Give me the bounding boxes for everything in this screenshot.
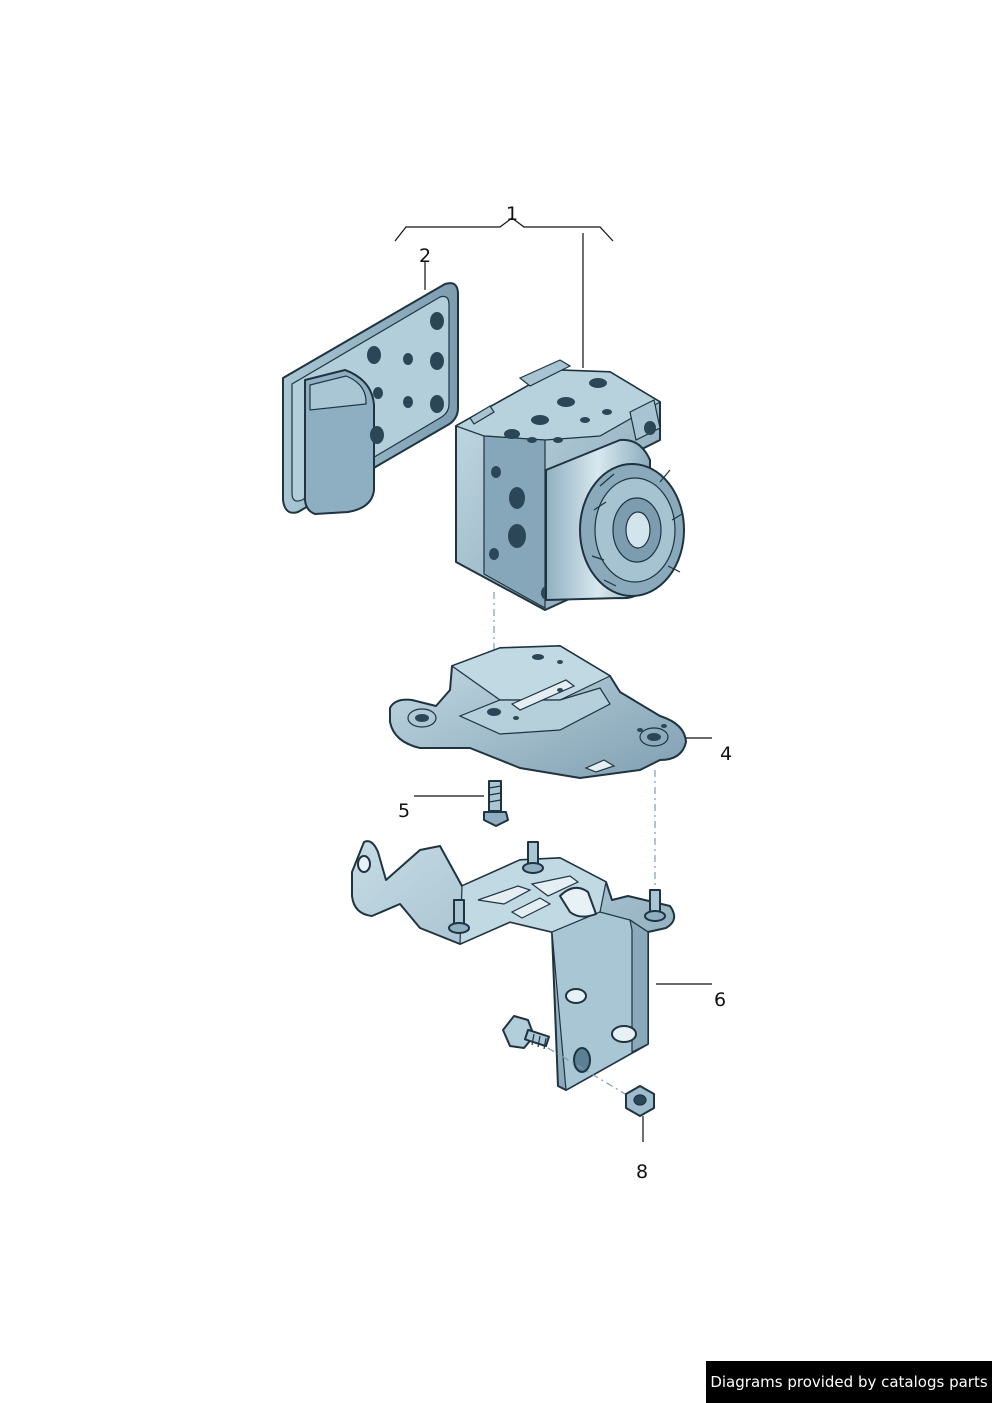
nut-part	[625, 1085, 655, 1117]
bolt-part	[483, 780, 509, 827]
control-unit-part	[282, 282, 459, 515]
callout-8-label: 8	[636, 1161, 648, 1183]
callout-6: 6	[656, 983, 726, 1011]
callout-5: 5	[398, 795, 484, 822]
callout-1-label: 1	[506, 203, 518, 225]
bracket-studs	[357, 841, 666, 934]
bracket-holes	[415, 654, 667, 741]
callout-5-label: 5	[398, 800, 410, 822]
callout-8: 8	[636, 1116, 648, 1183]
footer-text: Diagrams provided by catalogs parts	[710, 1373, 988, 1391]
control-unit-holes	[367, 312, 444, 444]
hydraulic-top-ports	[504, 378, 656, 443]
hydraulic-unit-part	[454, 359, 685, 611]
callout-2: 2	[419, 245, 431, 290]
side-bolt-part	[502, 1015, 551, 1050]
callout-6-label: 6	[714, 989, 726, 1011]
mounting-bracket-part	[389, 645, 687, 779]
callout-4-label: 4	[720, 743, 732, 765]
callout-2-label: 2	[419, 245, 431, 267]
callout-1: 1	[394, 203, 614, 368]
support-bracket-part	[351, 840, 676, 1091]
callout-4: 4	[686, 737, 732, 765]
footer-banner: Diagrams provided by catalogs parts	[706, 1361, 992, 1403]
